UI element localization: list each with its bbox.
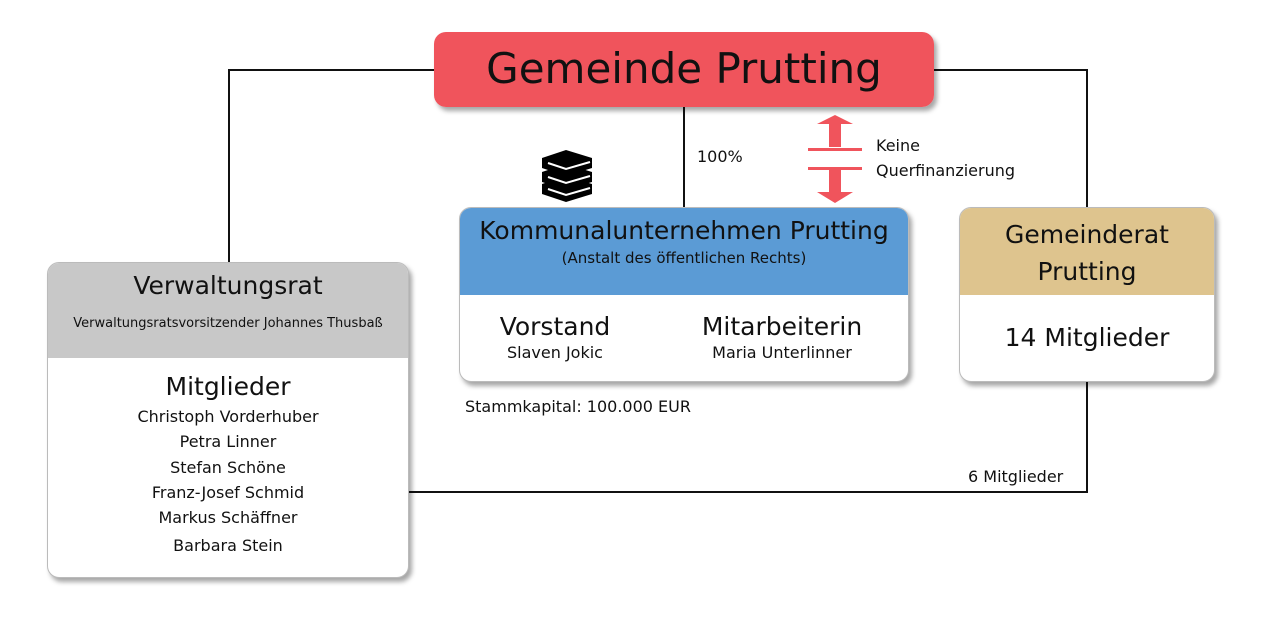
verwaltungsrat-title: Verwaltungsrat xyxy=(133,271,323,300)
arrow-note-line1: Keine xyxy=(876,136,920,155)
connector-right-horizontal xyxy=(933,69,1088,71)
vorstand: Vorstand Slaven Jokic xyxy=(480,312,630,362)
kommunal-header: Kommunalunternehmen Prutting (Anstalt de… xyxy=(460,208,908,295)
list-item: Franz-Josef Schmid xyxy=(151,482,305,502)
connector-bottom-vertical xyxy=(1086,382,1088,493)
connector-left-vertical xyxy=(228,69,230,263)
gemeinderat-members: 14 Mitglieder xyxy=(1004,323,1170,352)
ownership-label: 100% xyxy=(697,147,743,166)
list-item: Petra Linner xyxy=(179,432,277,452)
kommunal-subtitle: (Anstalt des öffentlichen Rechts) xyxy=(561,249,807,267)
connector-left-horizontal xyxy=(229,69,435,71)
list-item: Barbara Stein xyxy=(173,536,283,556)
connector-bottom-horizontal xyxy=(409,491,1088,493)
list-item: Christoph Vorderhuber xyxy=(137,407,319,426)
list-item: Stefan Schöne xyxy=(170,457,286,477)
double-arrow-icon xyxy=(806,114,864,208)
vorstand-label: Vorstand xyxy=(499,312,611,341)
connector-center-vertical xyxy=(683,106,685,208)
link-label: 6 Mitglieder xyxy=(968,467,1064,486)
mitarbeiter-name: Maria Unterlinner xyxy=(712,343,852,362)
gemeinderat-header: Gemeinderat Prutting xyxy=(960,208,1214,295)
verwaltungsrat-header: Verwaltungsrat Verwaltungsratsvorsitzend… xyxy=(48,263,408,358)
member-list: Christoph Vorderhuber Petra Linner Stefa… xyxy=(48,404,408,559)
vorstand-name: Slaven Jokic xyxy=(507,343,603,362)
gemeinderat-box: Gemeinderat Prutting 14 Mitglieder xyxy=(959,207,1215,382)
mitarbeiterin: Mitarbeiterin Maria Unterlinner xyxy=(682,312,882,362)
verwaltungsrat-body: Mitglieder Christoph Vorderhuber Petra L… xyxy=(48,358,408,559)
arrow-note-line2: Querfinanzierung xyxy=(876,161,1016,180)
mitarbeiter-label: Mitarbeiterin xyxy=(701,312,863,341)
kommunal-box: Kommunalunternehmen Prutting (Anstalt de… xyxy=(459,207,909,382)
connector-right-vertical xyxy=(1086,69,1088,208)
verwaltungsrat-box: Verwaltungsrat Verwaltungsratsvorsitzend… xyxy=(47,262,409,578)
members-label: Mitglieder xyxy=(165,372,291,401)
verwaltungsrat-chair: Verwaltungsratsvorsitzender Johannes Thu… xyxy=(73,316,383,331)
gemeinde-title: Gemeinde Prutting xyxy=(434,32,934,107)
books-icon xyxy=(536,144,598,208)
stammkapital: Stammkapital: 100.000 EUR xyxy=(465,397,691,416)
gemeinderat-title-line1: Gemeinderat xyxy=(1005,220,1169,249)
gemeinde-box: Gemeinde Prutting xyxy=(434,32,934,107)
gemeinderat-title-line2: Prutting xyxy=(1037,257,1137,286)
list-item: Markus Schäffner xyxy=(158,508,298,528)
kommunal-title: Kommunalunternehmen Prutting xyxy=(479,216,889,245)
